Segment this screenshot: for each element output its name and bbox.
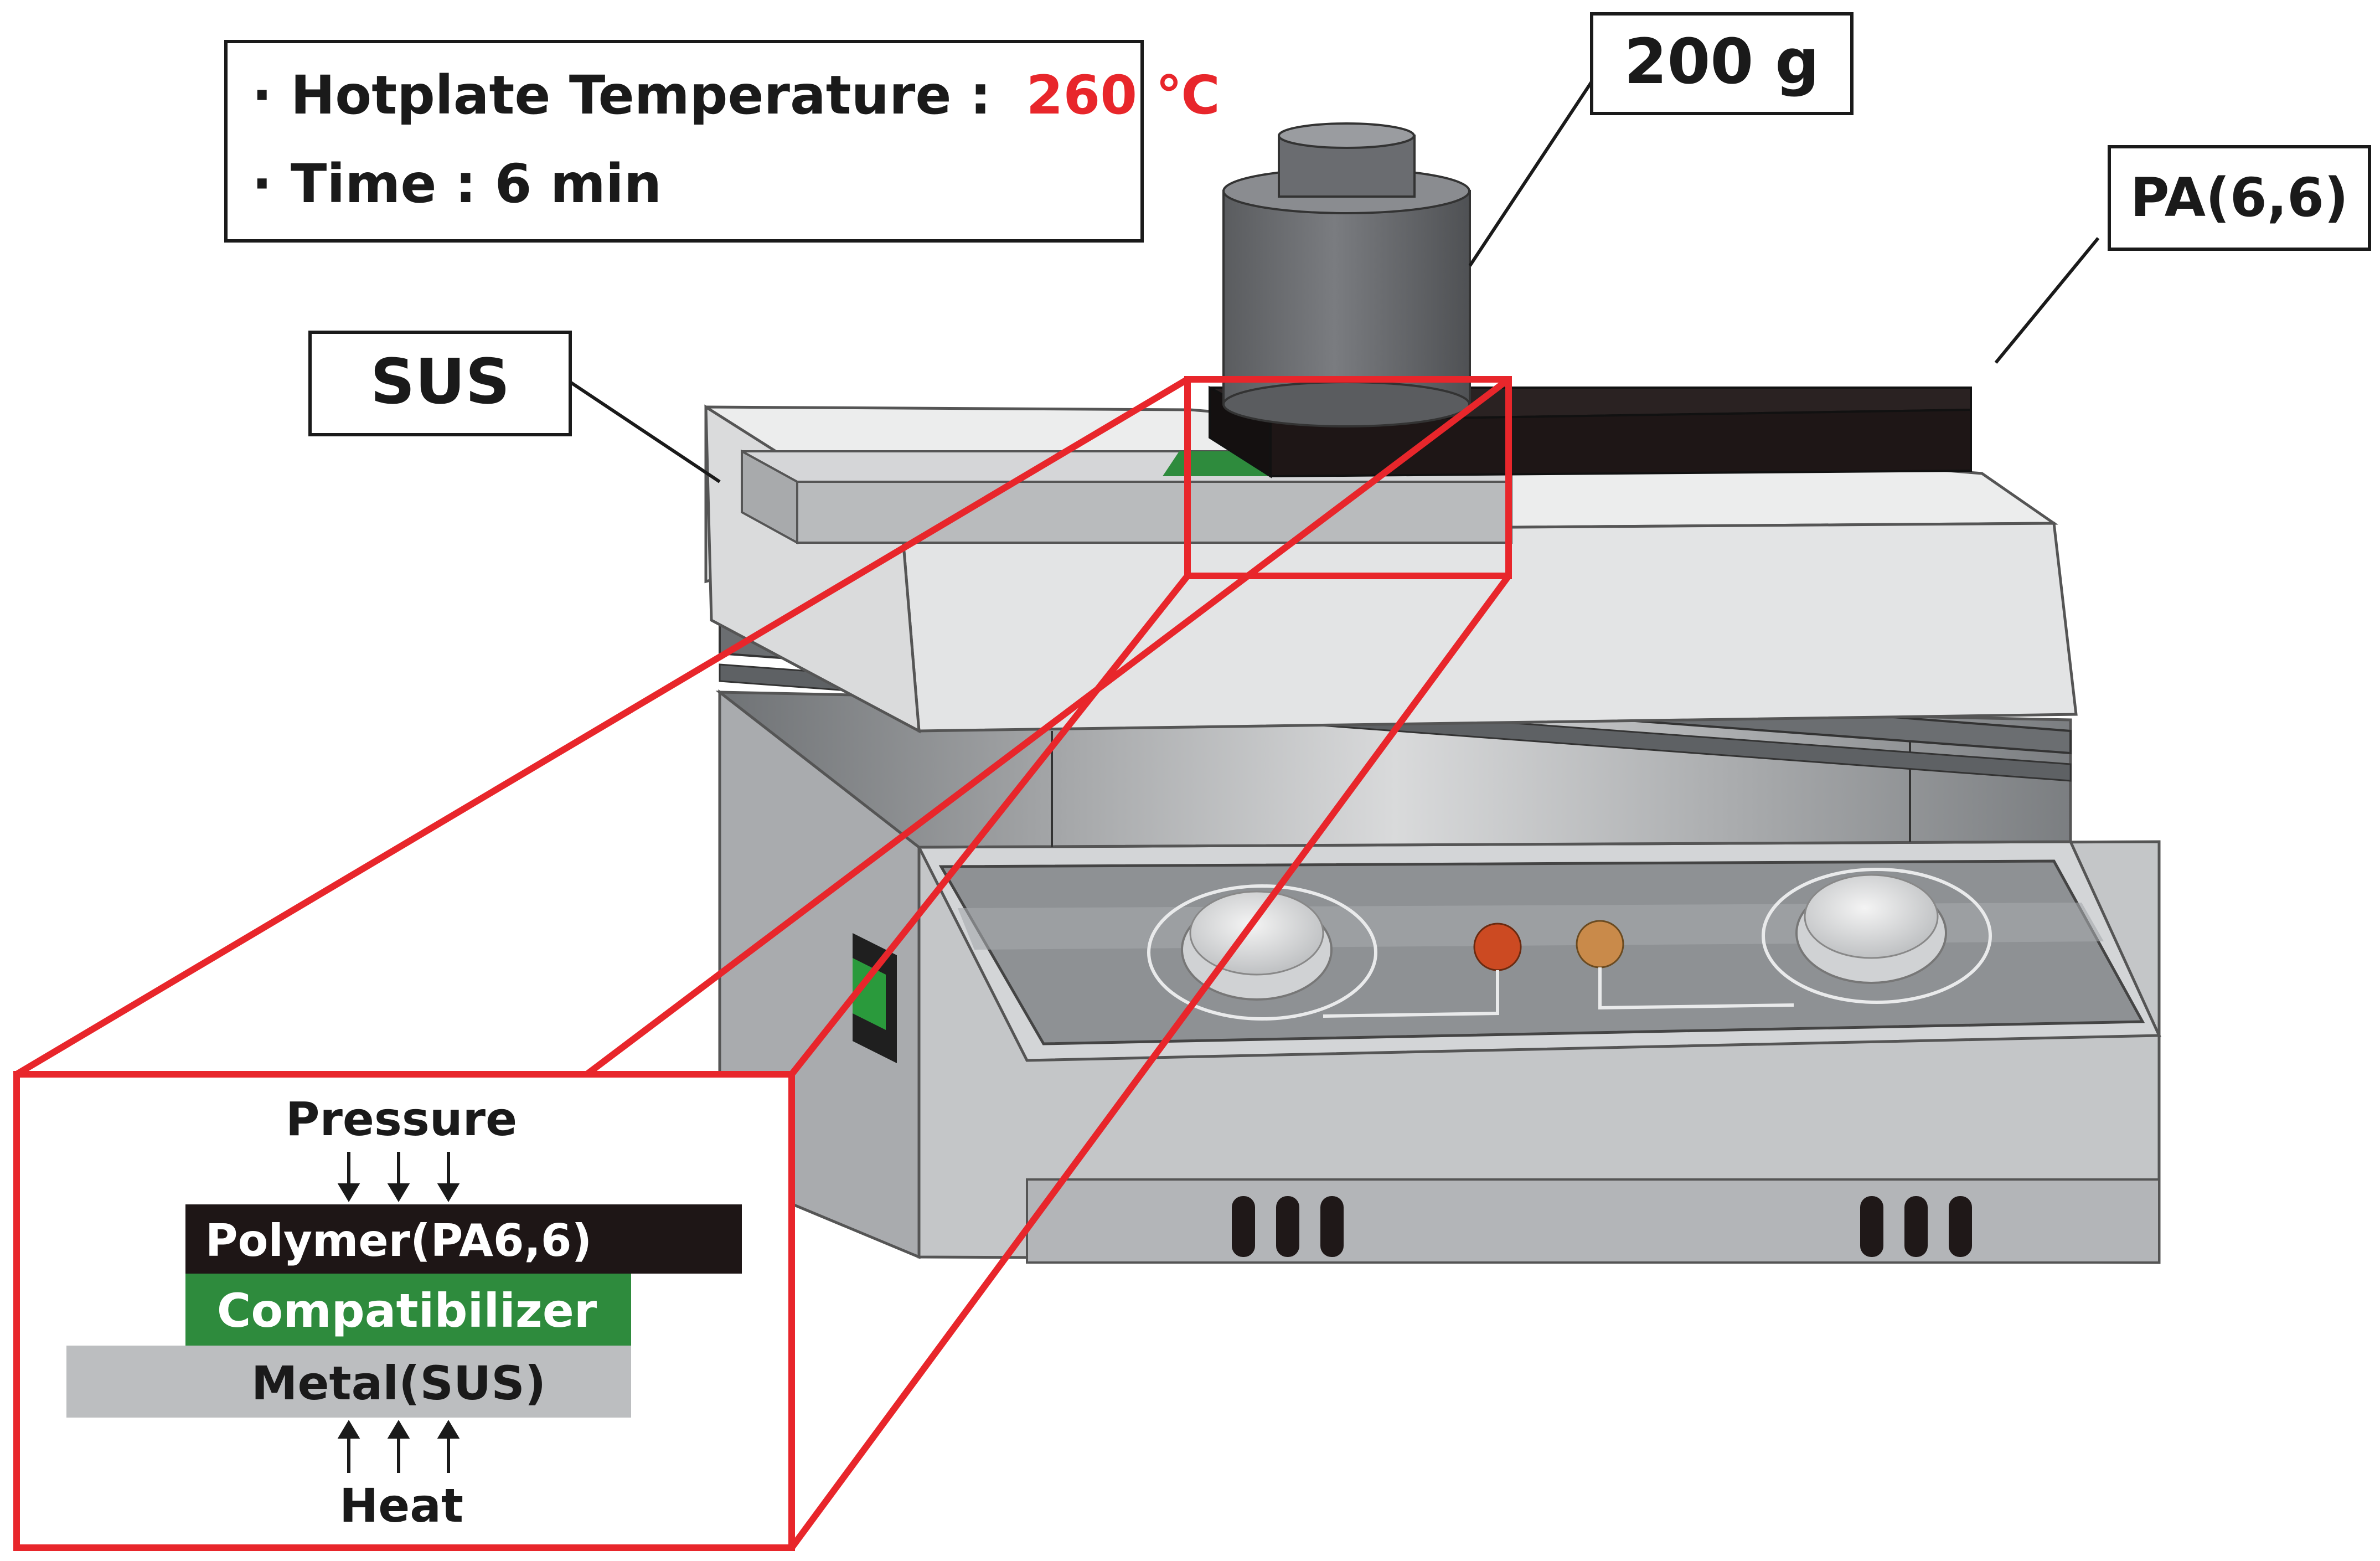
callout-metal: SUS — [308, 331, 721, 483]
knob-right — [1762, 868, 1992, 1004]
zoom-inset: Pressure Polymer(PA6,6) Compatibilizer M… — [13, 1071, 795, 1551]
pressure-arrows — [337, 1152, 460, 1202]
callout-weight: 200 g — [1468, 12, 1854, 267]
layer-metal — [66, 1346, 631, 1418]
conditions-box: · Hotplate Temperature : 260 ℃ · Time : … — [224, 40, 1220, 243]
hotplate-bottom-lip — [1026, 1178, 2160, 1264]
layer-compatibilizer-label: Compatibilizer — [217, 1284, 597, 1338]
heat-arrows — [337, 1420, 460, 1473]
indicator-light-2 — [1576, 920, 1624, 968]
layer-compatibilizer — [185, 1274, 631, 1346]
callout-metal-label: SUS — [370, 346, 510, 418]
vent-right — [1860, 1196, 1972, 1257]
layer-polymer — [185, 1204, 742, 1274]
sus-strip-front — [796, 481, 1512, 544]
knob-left — [1147, 884, 1377, 1021]
control-panel — [938, 859, 2145, 1045]
inset-heat-label: Heat — [339, 1478, 463, 1533]
temperature-line: · Hotplate Temperature : 260 ℃ — [252, 64, 1220, 126]
layer-metal-label: Metal(SUS) — [251, 1356, 546, 1410]
callout-weight-label: 200 g — [1624, 26, 1820, 98]
layer-polymer-label: Polymer(PA6,6) — [205, 1215, 592, 1266]
callout-polymer-label: PA(6,6) — [2130, 167, 2348, 229]
zoom-indicator — [14, 376, 1512, 1550]
time-line: · Time : 6 min — [252, 153, 662, 215]
inset-pressure-label: Pressure — [286, 1092, 517, 1146]
temperature-label: · Hotplate Temperature : — [252, 64, 991, 126]
zoom-source-box — [1184, 376, 1512, 579]
sample-assembly — [741, 122, 1972, 545]
vent-left — [1232, 1196, 1344, 1257]
power-switch — [853, 958, 886, 1030]
sus-strip-end — [741, 449, 798, 545]
temperature-value: 260 ℃ — [1026, 64, 1220, 126]
callout-polymer: PA(6,6) — [1994, 145, 2371, 364]
weight-200g — [1222, 122, 1471, 427]
indicator-light-1 — [1473, 923, 1522, 971]
